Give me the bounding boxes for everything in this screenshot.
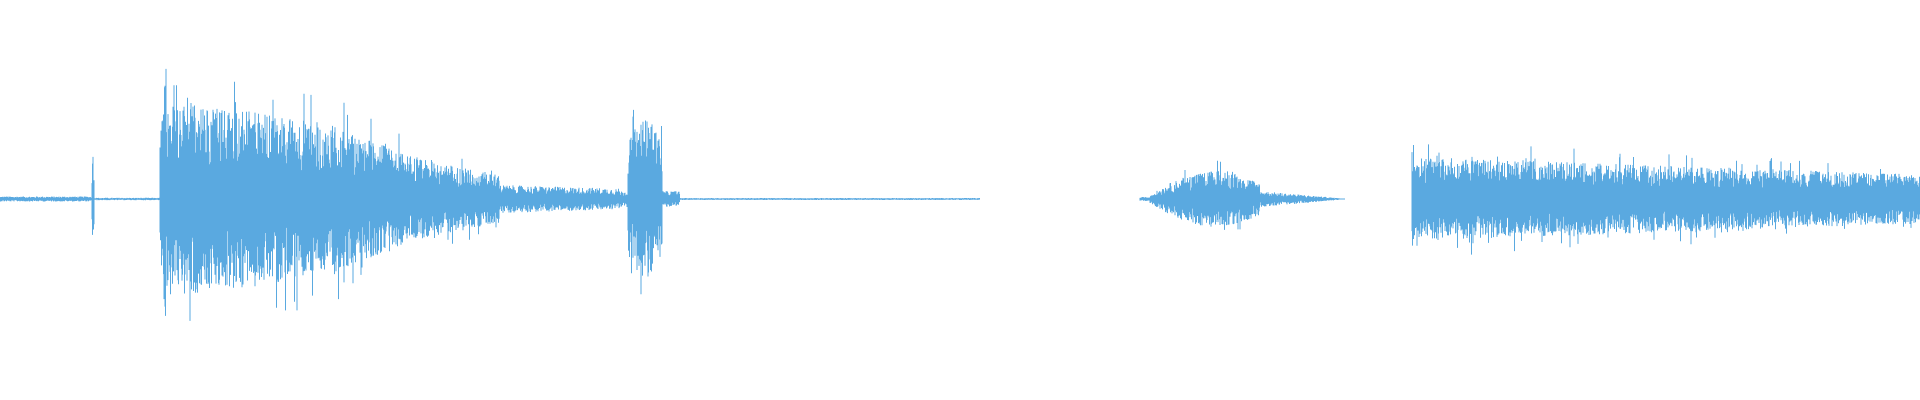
waveform-path bbox=[0, 68, 1920, 321]
waveform-samples bbox=[0, 68, 1920, 321]
